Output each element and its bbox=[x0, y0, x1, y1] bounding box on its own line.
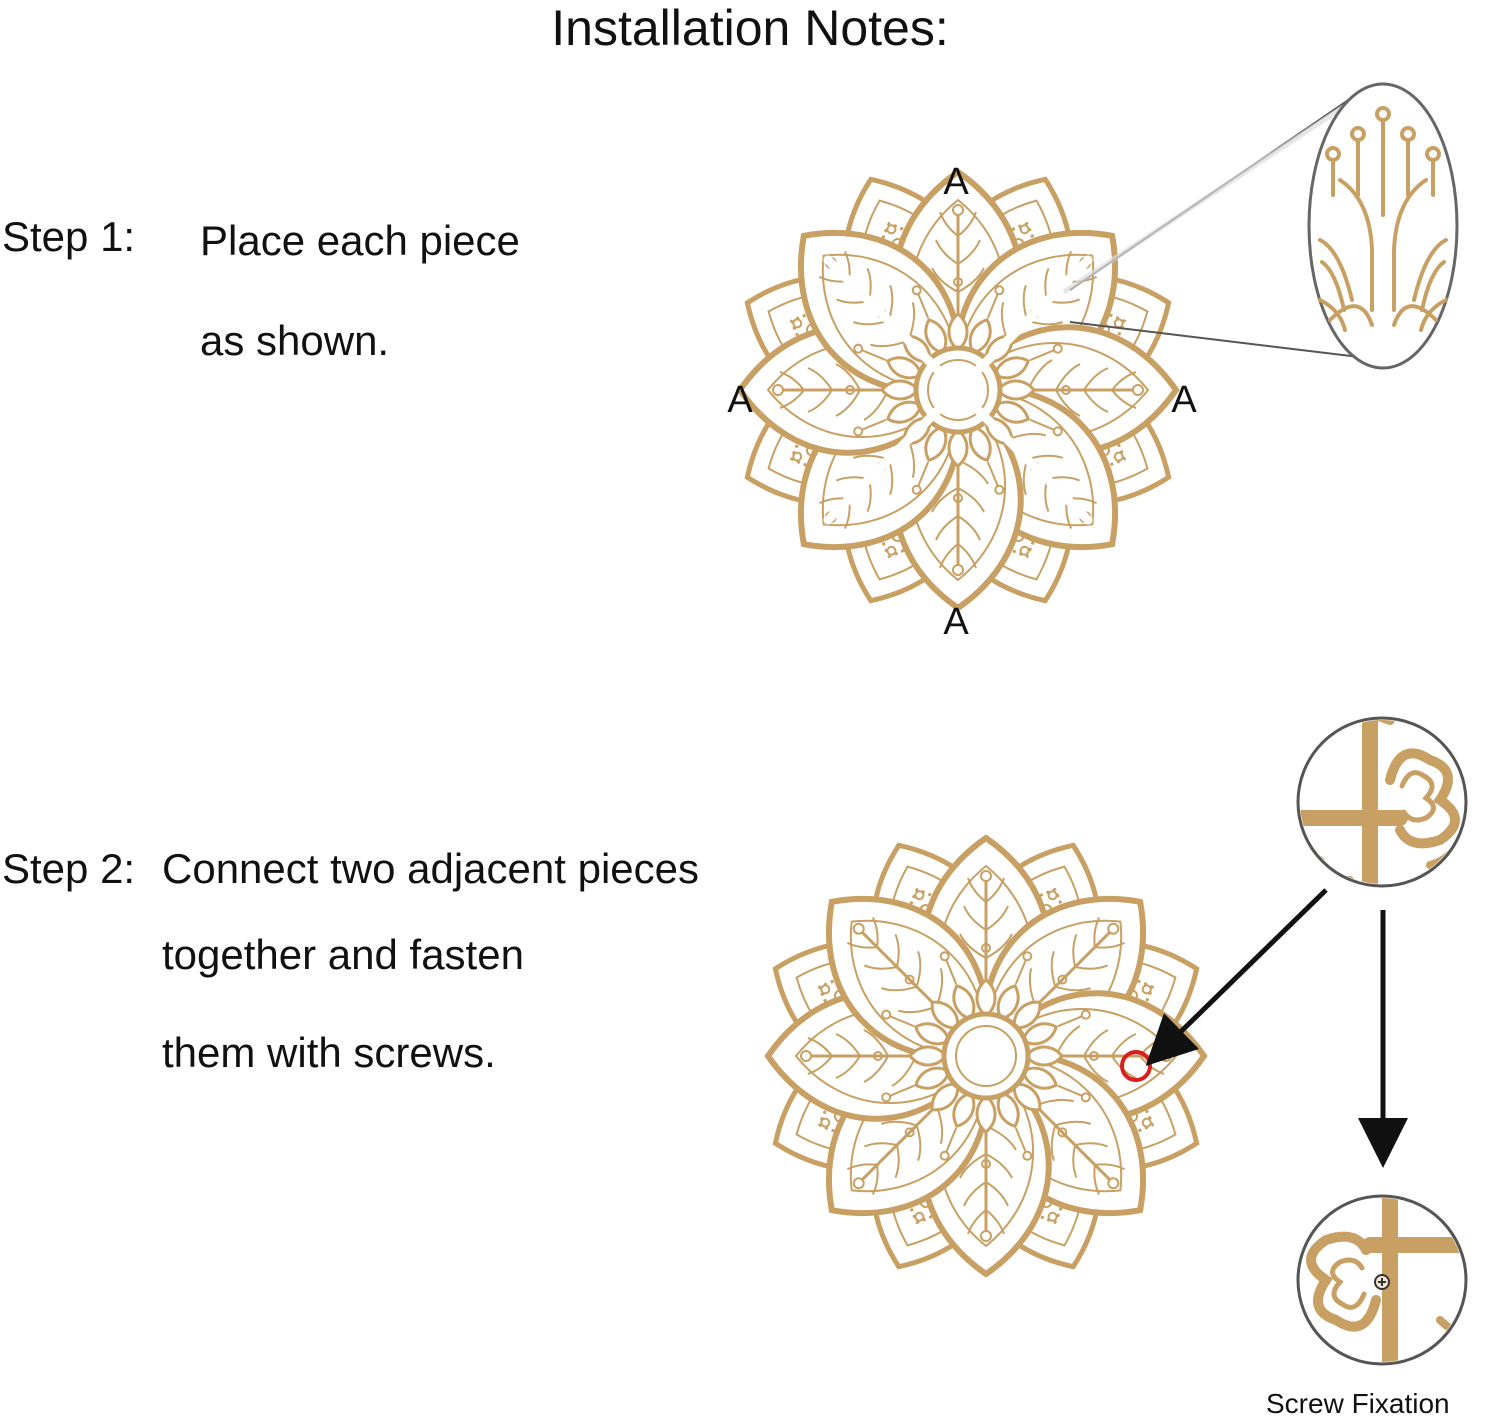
joint-before-detail bbox=[1296, 716, 1468, 888]
step1-label: Step 1: bbox=[2, 213, 136, 260]
joint-screwed-detail bbox=[1296, 1194, 1468, 1366]
page-title: Installation Notes: bbox=[551, 0, 949, 56]
piece-label-left: A bbox=[727, 379, 753, 421]
step2-line1: Connect two adjacent pieces bbox=[162, 845, 699, 892]
step2-line2: together and fasten bbox=[162, 931, 524, 978]
screw-point-highlight bbox=[1120, 1050, 1152, 1082]
step2-label: Step 2: bbox=[2, 845, 136, 892]
piece-label-bottom: A bbox=[943, 601, 969, 643]
screw-detail-diagram bbox=[1145, 716, 1468, 1366]
zoom-detail-icon bbox=[1318, 106, 1448, 332]
screw-fixation-caption: Screw Fixation bbox=[1266, 1388, 1450, 1419]
mandala-assembled-pieces bbox=[736, 168, 1180, 612]
step2-line3: them with screws. bbox=[162, 1029, 496, 1076]
piece-label-right: A bbox=[1171, 379, 1197, 421]
arrow-to-joint bbox=[1145, 888, 1328, 1066]
step1-line2: as shown. bbox=[200, 317, 390, 364]
step1-line1: Place each piece bbox=[200, 217, 520, 264]
piece-label-top: A bbox=[943, 161, 969, 203]
zoom-callout bbox=[1062, 82, 1459, 370]
